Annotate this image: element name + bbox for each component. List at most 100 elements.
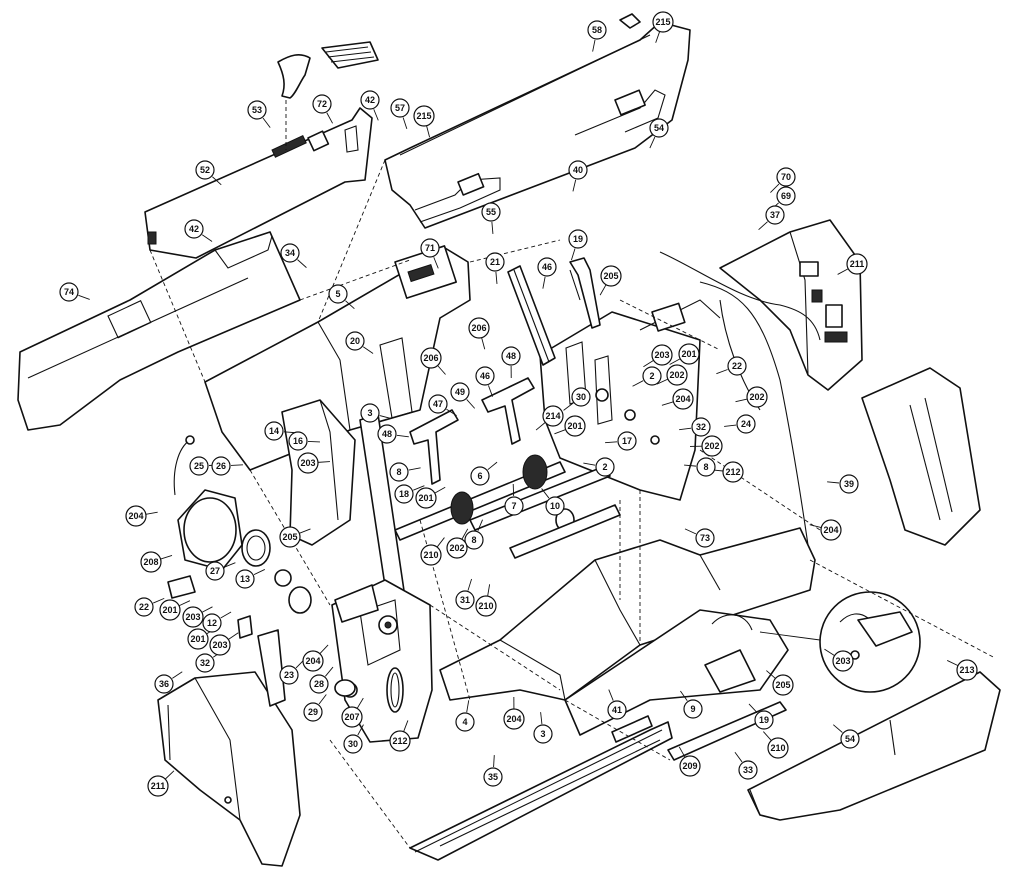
leader-c92 <box>466 700 470 713</box>
leader-c76 <box>467 578 473 591</box>
callout-c81: 203 <box>832 650 854 672</box>
callout-circle <box>571 387 591 407</box>
callout-number: 205 <box>603 271 618 281</box>
callout-number: 8 <box>471 535 476 545</box>
callout-circle <box>413 105 435 127</box>
leader-c64 <box>299 528 311 534</box>
callout-circle <box>211 456 231 476</box>
callout-c67: 8 <box>464 530 484 550</box>
callout-circle <box>691 417 711 437</box>
leader-c67 <box>477 519 483 531</box>
callout-c42: 201 <box>564 415 586 437</box>
callout-number: 71 <box>425 243 435 253</box>
callout-c74: 201 <box>159 599 181 621</box>
callout-number: 24 <box>741 419 751 429</box>
callout-circle <box>470 466 490 486</box>
callout-number: 69 <box>781 191 791 201</box>
callout-c78: 12 <box>202 613 222 633</box>
leader-c75 <box>201 606 213 613</box>
callout-number: 205 <box>775 680 790 690</box>
callout-c7: 215 <box>413 105 435 127</box>
callout-number: 207 <box>344 712 359 722</box>
leader-c29 <box>643 359 654 368</box>
callout-c35: 30 <box>571 387 591 407</box>
callout-circle <box>738 760 758 780</box>
callout-circle <box>683 699 703 719</box>
leader-c94 <box>608 689 614 701</box>
callout-circle <box>545 496 565 516</box>
callout-number: 8 <box>396 467 401 477</box>
leader-c35 <box>563 402 574 411</box>
callout-circle <box>722 461 744 483</box>
callout-c82: 213 <box>956 659 978 681</box>
callout-number: 213 <box>959 665 974 675</box>
callout-circle <box>840 729 860 749</box>
callout-circle <box>754 710 774 730</box>
callout-c97: 30 <box>343 734 363 754</box>
leader-c16 <box>571 248 576 261</box>
callout-circle <box>765 205 785 225</box>
callout-number: 204 <box>305 656 320 666</box>
callout-number: 202 <box>669 370 684 380</box>
callout-number: 205 <box>282 532 297 542</box>
callout-number: 215 <box>416 111 431 121</box>
leader-c103 <box>493 755 495 768</box>
leader-c11 <box>770 183 780 193</box>
callout-circle <box>328 284 348 304</box>
callout-circle <box>394 484 414 504</box>
callout-c63: 204 <box>125 505 147 527</box>
callout-circle <box>776 186 796 206</box>
callout-circle <box>696 457 716 477</box>
leader-c22 <box>837 268 849 275</box>
callout-circle <box>649 118 669 138</box>
callout-c31: 22 <box>727 356 747 376</box>
callout-c103: 35 <box>483 767 503 787</box>
callout-c3: 53 <box>247 100 267 120</box>
callout-circle <box>600 265 622 287</box>
leader-c51 <box>408 467 421 471</box>
callout-number: 210 <box>478 601 493 611</box>
callout-circle <box>389 730 411 752</box>
leader-c1 <box>592 39 596 52</box>
callout-circle <box>564 415 586 437</box>
callout-c27: 206 <box>420 347 442 369</box>
leader-c8 <box>649 136 656 149</box>
callout-c1: 58 <box>587 20 607 40</box>
callout-number: 14 <box>269 426 279 436</box>
callout-number: 214 <box>545 411 560 421</box>
callout-number: 73 <box>700 533 710 543</box>
callout-number: 19 <box>573 234 583 244</box>
leader-c63 <box>145 511 158 515</box>
leader-c26 <box>362 346 374 354</box>
leader-c47 <box>396 434 409 438</box>
callout-circle <box>475 595 497 617</box>
callout-circle <box>695 528 715 548</box>
callout-circle <box>617 431 637 451</box>
callout-circle <box>209 634 231 656</box>
leader-c44 <box>724 424 737 427</box>
motor-26 <box>173 435 312 614</box>
callout-c14: 55 <box>481 202 501 222</box>
leader-c95 <box>748 703 758 713</box>
callout-c77: 210 <box>475 595 497 617</box>
callout-c80: 203 <box>209 634 231 656</box>
callout-c16: 19 <box>568 229 588 249</box>
callout-c55: 6 <box>470 466 490 486</box>
leader-c6 <box>402 117 408 130</box>
callout-circle <box>587 20 607 40</box>
leader-c59 <box>434 486 446 494</box>
leader-c21 <box>599 284 607 296</box>
callout-circle <box>468 317 490 339</box>
leader-c19 <box>495 271 498 284</box>
callout-circle <box>542 405 564 427</box>
leader-c38 <box>661 401 674 406</box>
callout-circle <box>501 346 521 366</box>
callout-number: 203 <box>212 640 227 650</box>
leader-c82 <box>946 660 959 667</box>
callout-c6: 57 <box>390 98 410 118</box>
callout-circle <box>504 496 524 516</box>
callout-circle <box>184 219 204 239</box>
callout-c26: 20 <box>345 331 365 351</box>
leader-c10 <box>572 179 577 192</box>
callout-circle <box>288 431 308 451</box>
